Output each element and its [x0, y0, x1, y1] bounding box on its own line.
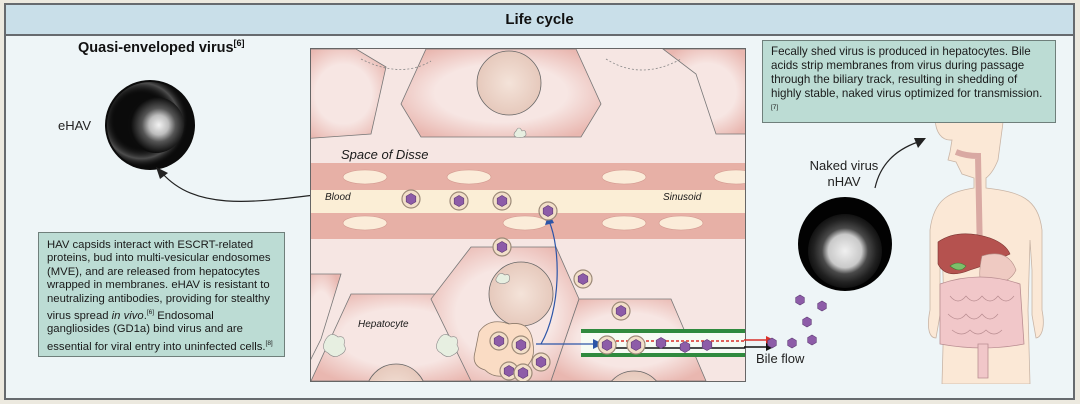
nhav-micrograph [798, 197, 892, 291]
ehav-description-box: HAV capsids interact with ESCRT-related … [38, 232, 285, 357]
nhav-description-box: Fecally shed virus is produced in hepato… [762, 40, 1056, 123]
rectum [977, 343, 989, 379]
esophagus [954, 149, 983, 257]
nucleus [476, 50, 542, 116]
ehav-description-italic: in vivo [111, 309, 144, 322]
enveloped-virus-icon [496, 195, 508, 207]
endothelium-top [311, 163, 745, 190]
reference-7: [7] [771, 104, 779, 111]
space-of-disse-label: Space of Disse [341, 147, 428, 162]
enveloped-virus-icon [630, 339, 642, 351]
enveloped-virus-icon [496, 241, 508, 253]
ehav-description-text: HAV capsids interact with ESCRT-related … [47, 239, 271, 322]
ehav-description-period: . [143, 309, 147, 322]
vesicle [323, 334, 346, 357]
hepatocyte-cell [311, 273, 342, 360]
naked-virus-icon [701, 339, 713, 351]
naked-virus-particles [767, 294, 827, 349]
title-reference: [6] [233, 38, 245, 48]
nhav-label-line2: nHAV [827, 174, 861, 189]
nhav-label-line1: Naked virus [809, 158, 879, 173]
enveloped-virus-icon [493, 335, 505, 347]
release-arrow [156, 167, 316, 202]
enveloped-virus-icon [453, 195, 465, 207]
intestines [939, 276, 1025, 349]
lower-hepatocytes [311, 246, 707, 381]
sinusoid-label: Sinusoid [663, 192, 702, 203]
nhav-label: Naked virus nHAV [808, 158, 880, 190]
enveloped-virus-icon [577, 273, 589, 285]
gallbladder [949, 262, 967, 271]
figure-title: Life cycle [505, 11, 574, 28]
quasi-enveloped-title-text: Quasi-enveloped virus [78, 39, 234, 56]
liver-tissue-illustration: Space of Disse Blood Sinusoid [310, 48, 746, 382]
hepatocyte-cell [662, 49, 745, 135]
nhav-description-text: Fecally shed virus is produced in hepato… [771, 45, 1043, 100]
enveloped-virus-icon [535, 356, 547, 368]
figure-header: Life cycle [6, 5, 1073, 36]
naked-virus-icon [655, 337, 667, 349]
endothelium-bottom [311, 213, 745, 239]
reference-8: [8] [265, 339, 273, 347]
ehav-label: eHAV [58, 118, 91, 133]
naked-virus-icon [817, 300, 827, 312]
vesicle [495, 273, 510, 284]
human-body-illustration [928, 84, 1044, 384]
reference-6: [6] [146, 309, 155, 317]
naked-virus-icon [807, 334, 817, 346]
bile-flow-label: Bile flow [756, 351, 805, 366]
small-intestine-folds [947, 295, 1015, 335]
ingestion-arrow [874, 138, 926, 189]
vesicle [513, 127, 527, 138]
vesicle [436, 334, 459, 357]
blood-label: Blood [325, 192, 351, 203]
enveloped-virus-icon [517, 367, 529, 379]
nucleus [368, 363, 424, 381]
enveloped-virus-icon [515, 339, 527, 351]
naked-virus-icon [795, 294, 805, 306]
enveloped-virus-icon [405, 193, 417, 205]
ehav-description-text-2: Endosomal gangliosides (GD1a) bind virus… [47, 309, 266, 353]
enveloped-virus-icon [601, 339, 613, 351]
enveloped-virus-icon [542, 205, 554, 217]
enveloped-virus-icon [503, 365, 515, 377]
arrowhead-icon [914, 138, 926, 148]
arrowhead-icon [156, 167, 168, 179]
ehav-micrograph [105, 80, 195, 170]
hepatocyte-cell [311, 49, 387, 139]
hepatocyte-label: Hepatocyte [358, 319, 409, 330]
upper-hepatocytes [311, 49, 745, 139]
naked-virus-icon [679, 341, 691, 353]
quasi-enveloped-title: Quasi-enveloped virus[6] [78, 38, 245, 56]
secretion-arrow [540, 220, 558, 345]
nucleus [611, 370, 657, 381]
enveloped-virus-icon [615, 305, 627, 317]
naked-virus-icon [802, 316, 812, 328]
nucleus [488, 261, 554, 327]
naked-virus-icon [787, 337, 797, 349]
naked-virus-icon [767, 337, 777, 349]
